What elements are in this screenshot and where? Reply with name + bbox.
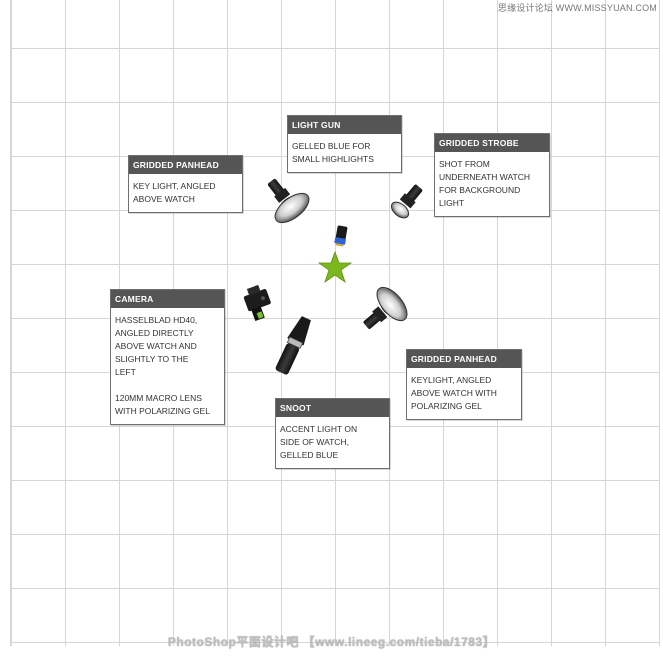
label-title: GRIDDED PANHEAD: [407, 350, 521, 368]
label-gridded-panhead-right: GRIDDED PANHEAD KEYLIGHT, ANGLED ABOVE W…: [406, 349, 522, 420]
light-gun-icon: [334, 225, 348, 247]
snoot-light-icon: [275, 316, 311, 375]
label-light-gun: LIGHT GUN GELLED BLUE FOR SMALL HIGHLIGH…: [287, 115, 402, 173]
label-body: GELLED BLUE FOR SMALL HIGHLIGHTS: [292, 141, 374, 164]
label-gridded-strobe: GRIDDED STROBE SHOT FROM UNDERNEATH WATC…: [434, 133, 550, 217]
label-camera: CAMERA HASSELBLAD HD40, ANGLED DIRECTLY …: [110, 289, 225, 425]
label-title: SNOOT: [276, 399, 389, 417]
label-title: CAMERA: [111, 290, 224, 308]
panhead-light-icon: [363, 286, 408, 329]
watermark-top: 思缘设计论坛 WWW.MISSYUAN.COM: [497, 3, 657, 13]
camera-icon: [243, 284, 271, 322]
label-body: KEY LIGHT, ANGLED ABOVE WATCH: [133, 181, 216, 204]
subject-star-icon: [317, 250, 353, 284]
label-body: SHOT FROM UNDERNEATH WATCH FOR BACKGROUN…: [439, 159, 530, 208]
label-snoot: SNOOT ACCENT LIGHT ON SIDE OF WATCH, GEL…: [275, 398, 390, 469]
gridded-strobe-icon: [390, 184, 423, 219]
label-body: HASSELBLAD HD40, ANGLED DIRECTLY ABOVE W…: [115, 315, 210, 416]
label-title: GRIDDED PANHEAD: [129, 156, 242, 174]
label-gridded-panhead-left: GRIDDED PANHEAD KEY LIGHT, ANGLED ABOVE …: [128, 155, 243, 213]
label-title: GRIDDED STROBE: [435, 134, 549, 152]
watermark-bottom: PhotoShop平面设计吧 【www.lineeg.com/tieba/178…: [167, 635, 496, 649]
panhead-light-icon: [267, 178, 310, 224]
label-title: LIGHT GUN: [288, 116, 401, 134]
label-body: KEYLIGHT, ANGLED ABOVE WATCH WITH POLARI…: [411, 375, 497, 411]
label-body: ACCENT LIGHT ON SIDE OF WATCH, GELLED BL…: [280, 424, 358, 460]
